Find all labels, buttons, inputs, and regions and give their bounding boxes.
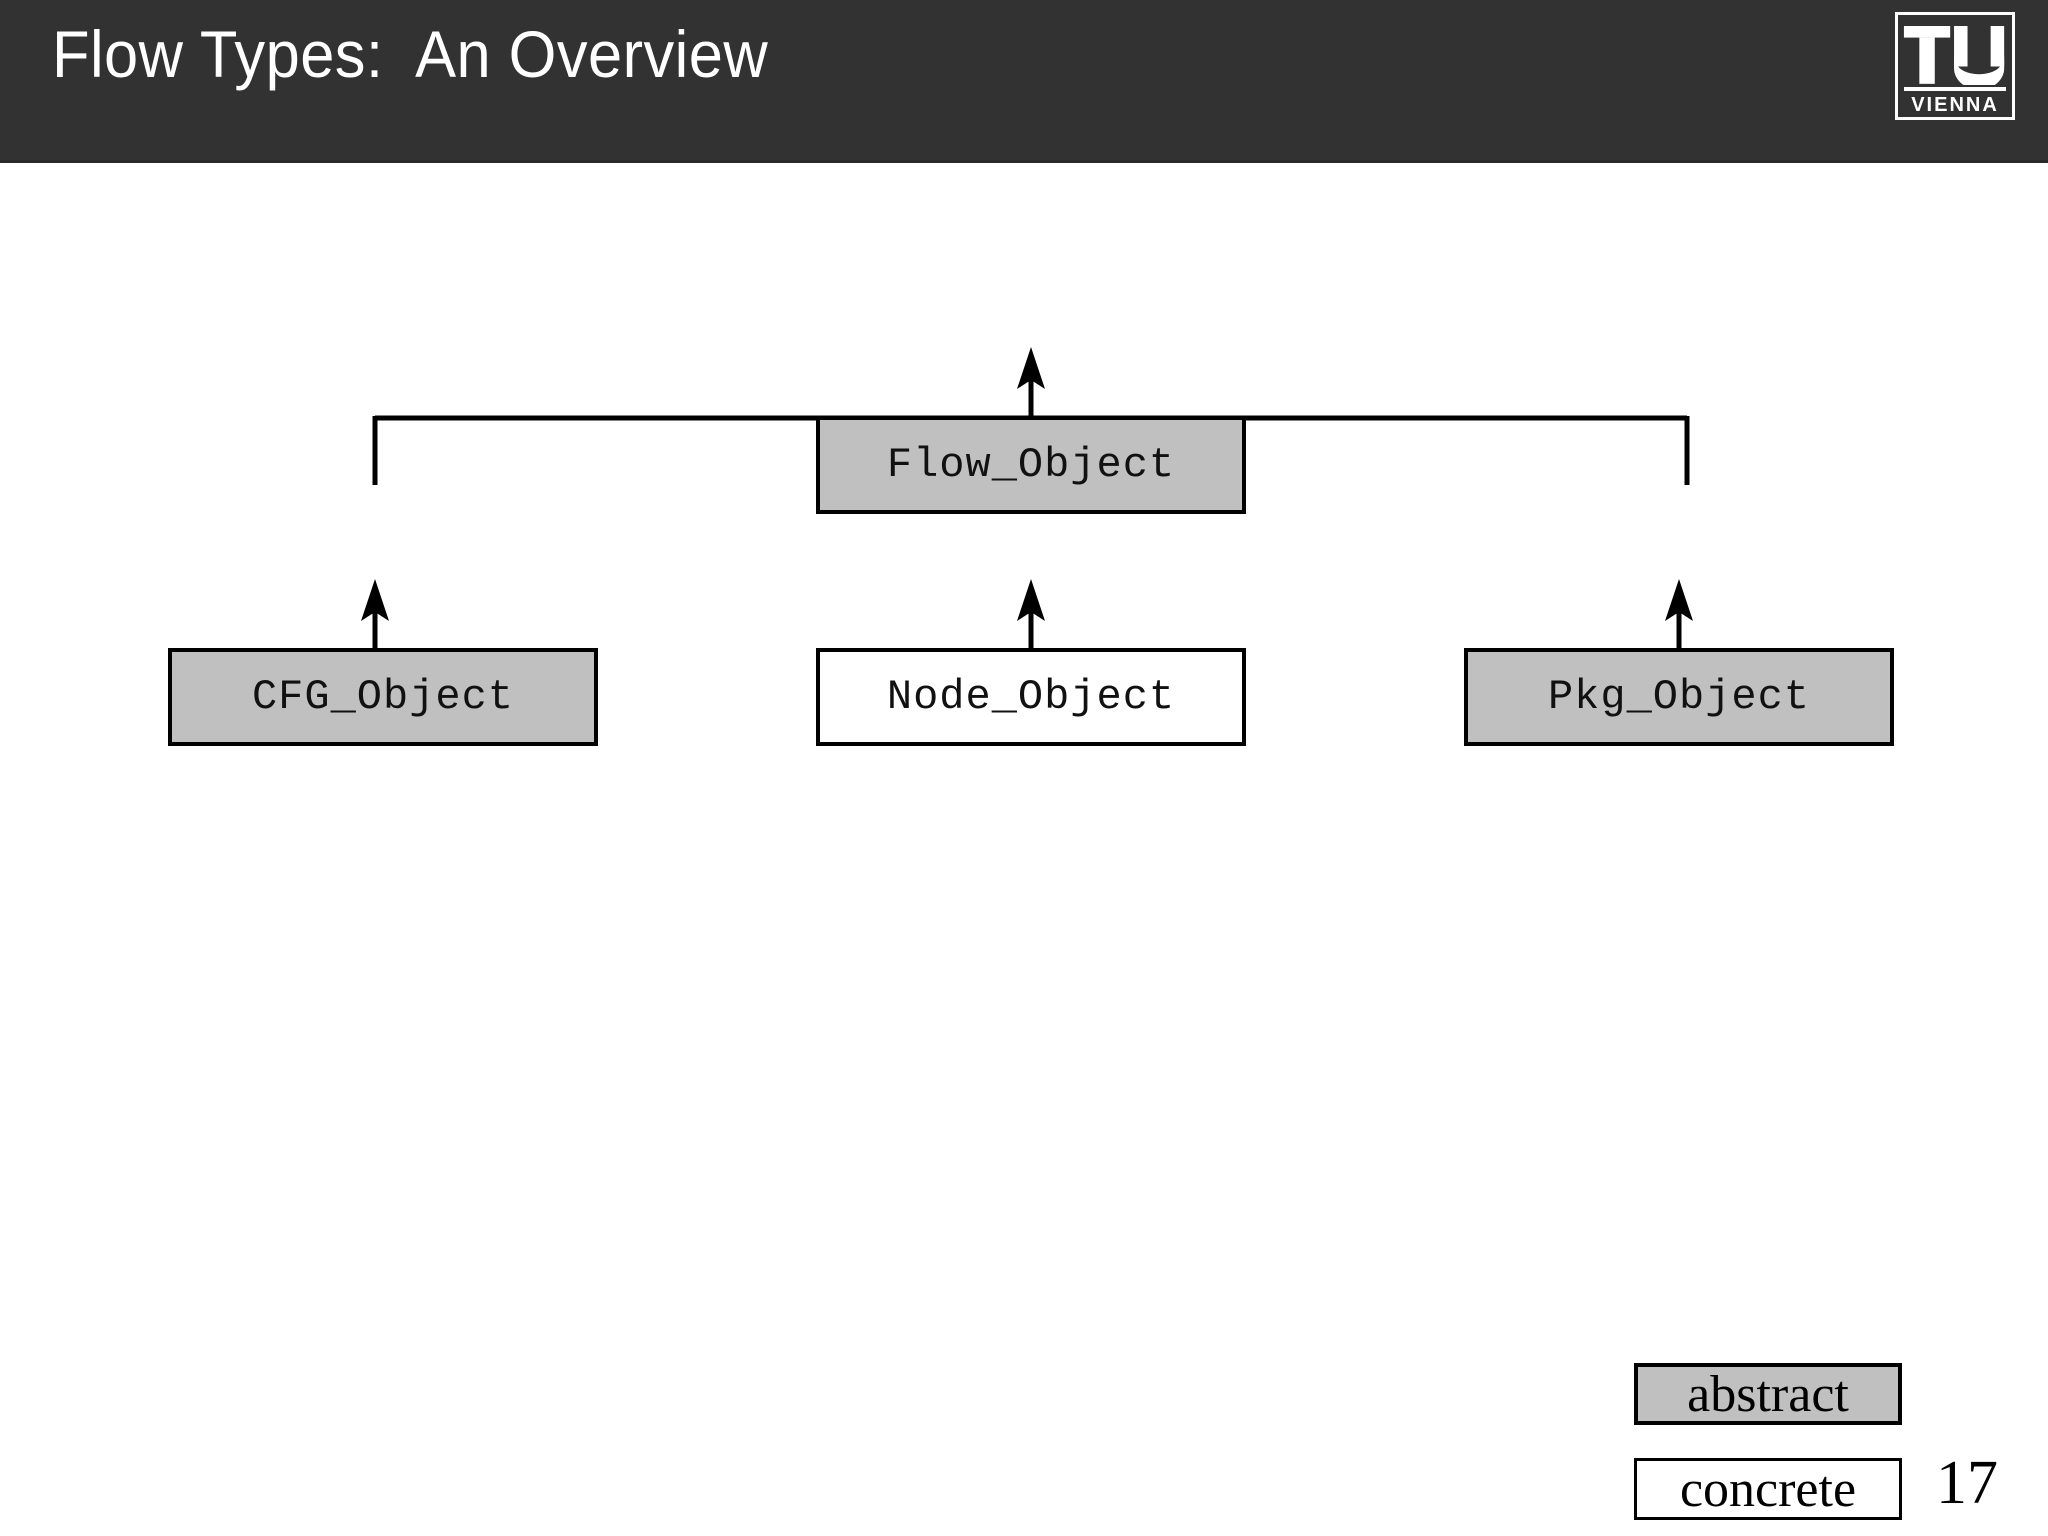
diagram-connectors bbox=[361, 347, 1693, 725]
arrowhead-root bbox=[1017, 347, 1045, 389]
node-pkg-object[interactable]: Pkg_Object bbox=[1464, 648, 1894, 746]
tu-logo-subtitle: VIENNA bbox=[1911, 94, 1999, 116]
node-pkg-object-label: Pkg_Object bbox=[1547, 673, 1811, 721]
node-node-object[interactable]: Node_Object bbox=[816, 648, 1246, 746]
page-number: 17 bbox=[1936, 1449, 1998, 1517]
node-cfg-object-label: CFG_Object bbox=[251, 673, 515, 721]
node-flow-object-label: Flow_Object bbox=[886, 441, 1176, 489]
legend-abstract-label: abstract bbox=[1687, 1365, 1849, 1423]
node-flow-object[interactable]: Flow_Object bbox=[816, 416, 1246, 514]
tu-logo-divider bbox=[1904, 87, 2006, 91]
node-cfg-object[interactable]: CFG_Object bbox=[168, 648, 598, 746]
legend-item-abstract: abstract bbox=[1634, 1363, 1902, 1425]
class-hierarchy-diagram: Flow_Object CFG_Object Node_Object Pkg_O… bbox=[0, 163, 2048, 1536]
legend-concrete-label: concrete bbox=[1679, 1460, 1857, 1518]
slide-header-bar: Flow Types: An Overview VIENNA bbox=[0, 0, 2048, 163]
node-node-object-label: Node_Object bbox=[886, 673, 1176, 721]
legend-item-concrete: concrete bbox=[1634, 1458, 1902, 1520]
tu-logo-mark-icon bbox=[1903, 26, 2005, 85]
page-title: Flow Types: An Overview bbox=[52, 17, 769, 91]
tu-vienna-logo: VIENNA bbox=[1895, 12, 2015, 120]
